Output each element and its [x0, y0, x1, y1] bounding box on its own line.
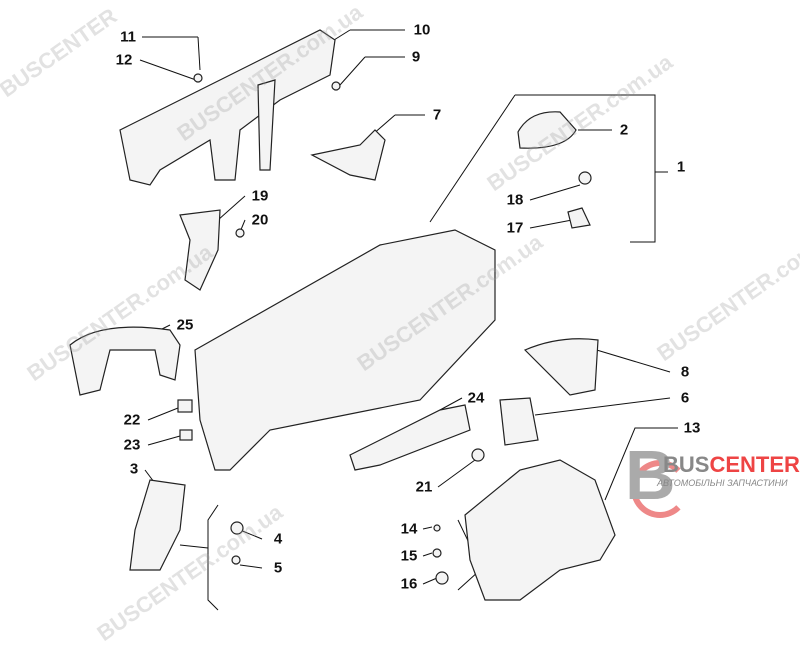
callout-2: 2: [619, 121, 629, 139]
callout-14: 14: [400, 520, 418, 538]
callout-11: 11: [120, 28, 136, 46]
callout-23: 23: [123, 436, 141, 454]
leader-lines: [139, 29, 678, 611]
callout-4: 4: [273, 530, 283, 548]
callout-1: 1: [676, 158, 686, 176]
callout-20: 20: [251, 211, 269, 229]
parts-diagram: [69, 29, 678, 611]
callout-12: 12: [115, 51, 133, 69]
callout-21: 21: [415, 478, 433, 496]
callout-25: 25: [176, 316, 194, 334]
callout-24: 24: [467, 389, 485, 407]
callout-5: 5: [273, 559, 283, 577]
callout-18: 18: [506, 191, 524, 209]
parts: [69, 29, 616, 601]
logo-name-a: BUS: [663, 452, 710, 477]
callout-19: 19: [251, 187, 269, 205]
callout-3: 3: [129, 460, 139, 478]
logo-name-b: CENTER: [709, 452, 800, 477]
callout-7: 7: [432, 106, 442, 124]
callout-6: 6: [680, 389, 690, 407]
callout-17: 17: [506, 219, 524, 237]
callout-22: 22: [123, 411, 141, 429]
callout-8: 8: [680, 363, 690, 381]
buscenter-logo: B BUSCENTER АВТОМОБІЛЬНІ ЗАПЧАСТИНИ: [625, 440, 800, 518]
callout-10: 10: [413, 21, 431, 39]
logo-subtitle: АВТОМОБІЛЬНІ ЗАПЧАСТИНИ: [657, 478, 788, 488]
callout-13: 13: [683, 419, 701, 437]
callout-9: 9: [411, 48, 421, 66]
callout-15: 15: [400, 547, 418, 565]
callout-16: 16: [400, 575, 418, 593]
